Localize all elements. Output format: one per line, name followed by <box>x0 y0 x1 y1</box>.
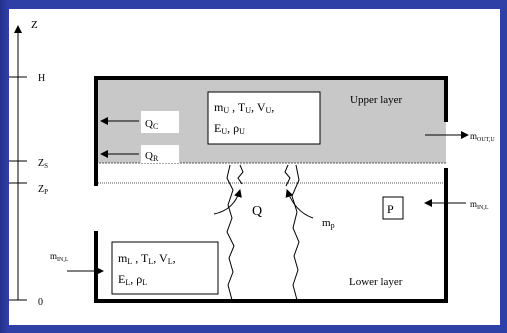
qc-box <box>141 111 179 133</box>
tick-label-zp: ZP <box>38 184 48 196</box>
mp-label: mp <box>322 217 335 230</box>
plume-left-edge <box>226 164 235 301</box>
qr-label: QR <box>145 150 159 163</box>
plume-inner-left <box>237 164 244 185</box>
outflow-label: mOUT,U <box>470 131 495 143</box>
lower-properties-line1: mL , TL, VL, <box>118 251 176 266</box>
lower-layer-label: Lower layer <box>349 276 403 288</box>
z-axis-label: Z <box>31 19 38 31</box>
diagram-canvas <box>9 9 500 325</box>
q-label: Q <box>252 204 262 219</box>
z-axis: Z H ZS ZP 0 <box>9 19 48 308</box>
tick-label-zero: 0 <box>38 297 43 308</box>
mp-arrow <box>285 189 314 219</box>
p-box <box>382 196 404 220</box>
tick-label-zs: ZS <box>38 158 48 170</box>
plume-right-edge <box>291 164 300 301</box>
upper-properties-box <box>207 91 321 145</box>
inflow-left-label: mIN,L <box>50 251 69 263</box>
upper-properties-line2: EU, ρU <box>214 121 245 136</box>
lower-properties-box <box>111 241 219 295</box>
room-walls <box>94 76 448 303</box>
qr-box <box>141 145 179 163</box>
tick-label-h: H <box>38 73 45 84</box>
lower-properties-line2: EL, ρL <box>118 272 147 287</box>
p-label: P <box>387 202 394 216</box>
qc-label: QC <box>145 118 158 131</box>
q-arrow <box>213 189 242 215</box>
upper-properties-line1: mU , TU, VU, <box>214 100 274 115</box>
inflow-right-label: mIN,L <box>470 199 489 211</box>
plume-inner-right <box>284 164 291 187</box>
upper-layer-label: Upper layer <box>350 94 403 106</box>
